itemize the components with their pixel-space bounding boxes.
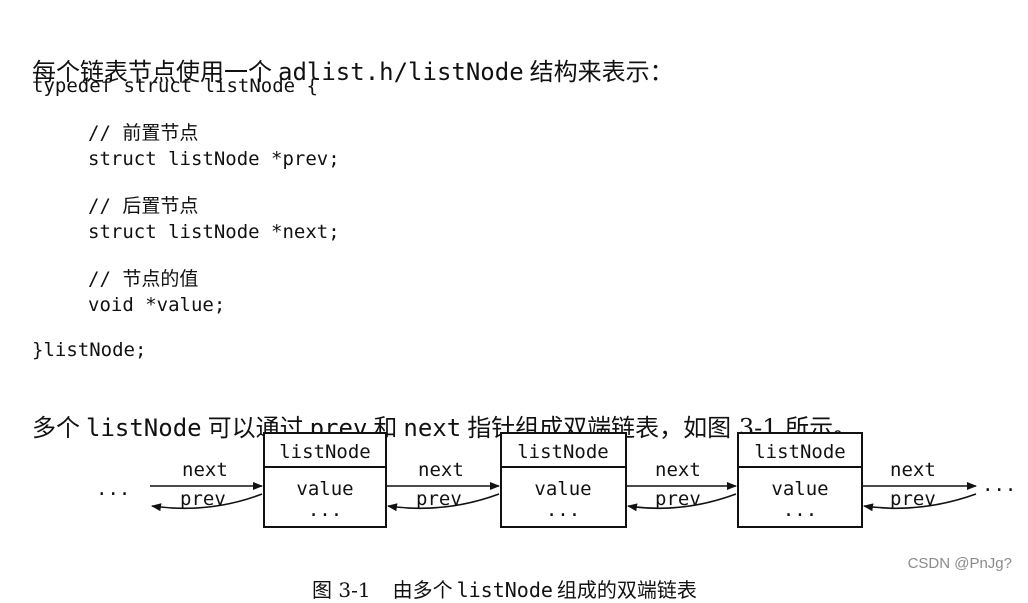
caption-code: listNode xyxy=(456,578,553,602)
list-node-box: listNode value ... xyxy=(263,432,387,528)
node-more: ... xyxy=(308,499,342,521)
code-closing: }listNode; xyxy=(32,339,147,361)
intro-text-before: 每个链表节点使用一个 xyxy=(32,58,272,86)
leading-ellipsis: ... xyxy=(96,478,130,500)
node-value-field: value xyxy=(296,478,353,500)
node-title: listNode xyxy=(754,441,846,463)
caption-fig-number: 图 3-1 xyxy=(312,578,371,602)
prev-label: prev xyxy=(416,488,462,510)
prev-label: prev xyxy=(180,488,226,510)
prev-label: prev xyxy=(655,488,701,510)
code-decl-next: struct listNode *next; xyxy=(88,221,340,243)
list-node-box: listNode value ... xyxy=(500,432,627,528)
code-decl-prev: struct listNode *prev; xyxy=(88,148,340,170)
node-title: listNode xyxy=(517,441,609,463)
desc-code-listnode: listNode xyxy=(86,414,202,442)
list-node-box: listNode value ... xyxy=(737,432,863,528)
csdn-watermark: CSDN @PnJg? xyxy=(907,555,1012,572)
prev-arrow xyxy=(387,493,500,512)
prev-label: prev xyxy=(890,488,936,510)
code-decl-value: void *value; xyxy=(88,294,226,316)
intro-text-after: 结构来表示： xyxy=(529,58,674,86)
desc-code-next: next xyxy=(403,414,462,442)
linked-list-diagram: ... next prev listNode value ... next pr… xyxy=(96,432,1016,528)
prev-arrow xyxy=(863,493,977,512)
caption-text-before: 由多个 xyxy=(392,578,453,602)
code-line-typedef: typedef struct listNode { xyxy=(32,75,318,97)
node-title: listNode xyxy=(279,441,371,463)
next-label: next xyxy=(182,459,228,481)
desc-text-1: 多个 xyxy=(32,414,80,442)
node-value-field: value xyxy=(534,478,591,500)
prev-arrow xyxy=(627,493,737,512)
code-comment-next: // 后置节点 xyxy=(88,195,199,217)
caption-text-after: 组成的双端链表 xyxy=(556,578,697,602)
node-value-field: value xyxy=(771,478,828,500)
next-label: next xyxy=(655,459,701,481)
trailing-ellipsis: ... xyxy=(982,474,1016,496)
next-label: next xyxy=(890,459,936,481)
node-more: ... xyxy=(546,499,580,521)
intro-code: adlist.h/listNode xyxy=(278,58,524,86)
next-label: next xyxy=(418,459,464,481)
code-comment-value: // 节点的值 xyxy=(88,268,199,290)
node-more: ... xyxy=(783,499,817,521)
prev-arrow xyxy=(151,493,263,512)
code-comment-prev: // 前置节点 xyxy=(88,122,199,144)
